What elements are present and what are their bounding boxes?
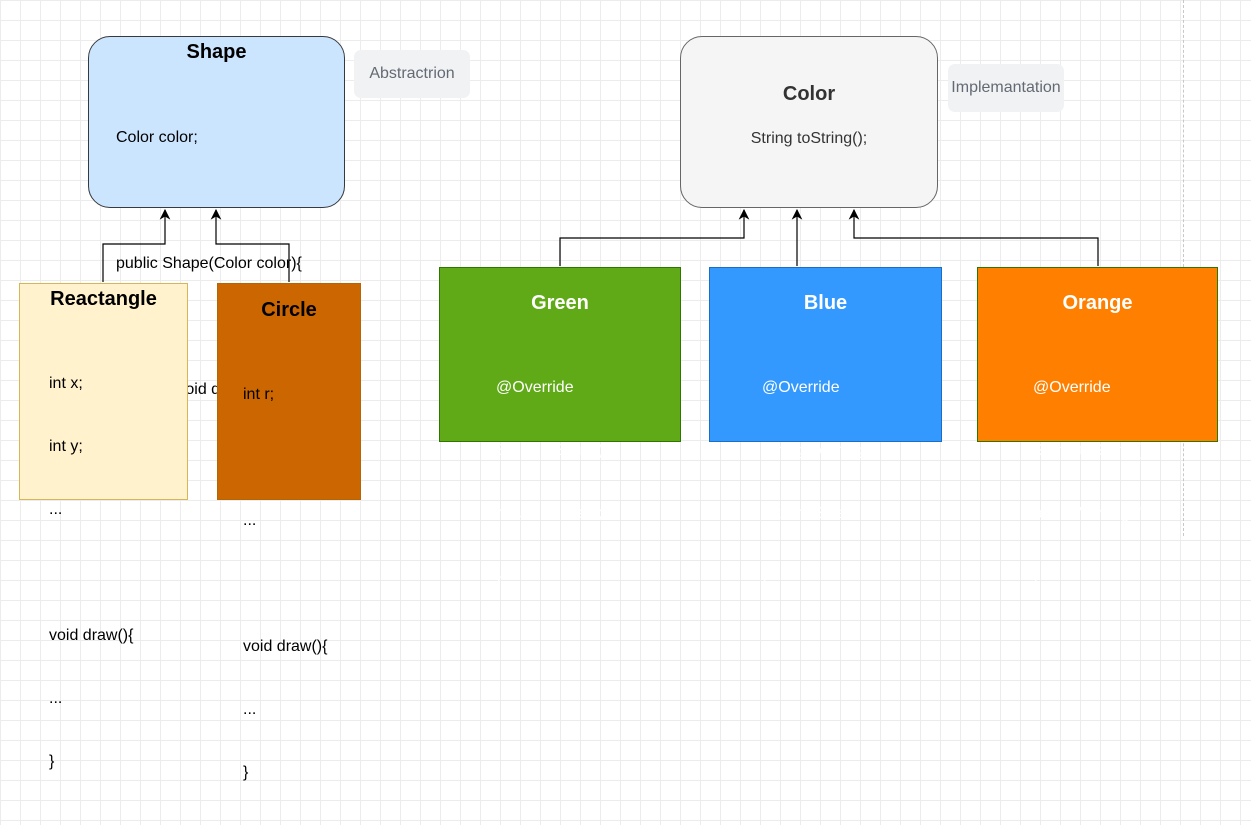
- blue-line: @Override: [762, 379, 840, 396]
- orange-body: @Override String toString(){ return "Ora…: [1033, 335, 1150, 629]
- edge-green-to-color[interactable]: [559, 208, 750, 266]
- shape-class-box[interactable]: Shape Color color; public Shape(Color co…: [88, 36, 345, 398]
- abstraction-note[interactable]: Abstractrion: [354, 50, 470, 98]
- blue-line: String toString(){: [762, 442, 880, 459]
- circle-line: ...: [243, 512, 257, 529]
- circle-line: [243, 447, 327, 468]
- edge-reactangle-to-shape[interactable]: [102, 208, 171, 282]
- green-line: @Override: [496, 379, 574, 396]
- shape-title: Shape: [186, 41, 247, 63]
- circle-line: ...: [243, 701, 257, 718]
- orange-class-box[interactable]: Orange @Override String toString(){ retu…: [977, 267, 1218, 585]
- reactangle-body: int x; int y; ... void draw(){ ... }: [49, 331, 133, 814]
- shape-line: public Shape(Color color){: [116, 255, 302, 272]
- connector-layer: [102, 208, 1099, 282]
- shape-line: Color color;: [116, 129, 198, 146]
- orange-title: Orange: [1062, 292, 1133, 314]
- blue-body: @Override String toString(){ return "Blu…: [762, 335, 879, 629]
- reactangle-line: }: [49, 753, 55, 770]
- color-title: Color: [782, 83, 836, 105]
- circle-title: Circle: [261, 299, 317, 321]
- orange-line: return "Orange";: [1033, 505, 1149, 522]
- reactangle-line: ...: [49, 501, 63, 518]
- circle-line: [243, 573, 327, 594]
- circle-line: }: [243, 764, 249, 781]
- circle-body: int r; ... void draw(){ ... }: [243, 342, 327, 825]
- green-line: }: [496, 568, 502, 585]
- reactangle-line: [49, 562, 133, 583]
- green-line: String toString(){: [496, 442, 614, 459]
- edge-orange-to-color[interactable]: [848, 208, 1099, 266]
- reactangle-line: int x;: [49, 375, 83, 392]
- green-class-box[interactable]: Green @Override String toString(){ retur…: [439, 267, 681, 585]
- reactangle-title: Reactangle: [50, 288, 157, 310]
- circle-line: void draw(){: [243, 638, 328, 655]
- blue-line: }: [762, 568, 768, 585]
- orange-line: }: [1033, 568, 1039, 585]
- orange-line: String toString(){: [1033, 442, 1151, 459]
- circle-class-box[interactable]: Circle int r; ... void draw(){ ... }: [217, 283, 361, 781]
- shape-line: [116, 190, 302, 211]
- implementation-note[interactable]: Implemantation: [948, 64, 1064, 112]
- green-line: return "Green";: [496, 505, 603, 522]
- reactangle-class-box[interactable]: Reactangle int x; int y; ... void draw()…: [19, 283, 188, 770]
- color-method: String toString();: [750, 130, 868, 147]
- orange-line: @Override: [1033, 379, 1111, 396]
- reactangle-line: ...: [49, 690, 63, 707]
- blue-title: Blue: [803, 292, 848, 314]
- blue-class-box[interactable]: Blue @Override String toString(){ return…: [709, 267, 942, 585]
- circle-line: int r;: [243, 386, 275, 403]
- color-interface-box[interactable]: Color String toString();: [680, 36, 938, 208]
- blue-line: return "Blue";: [762, 505, 857, 522]
- edge-circle-to-shape[interactable]: [210, 208, 290, 282]
- reactangle-line: int y;: [49, 438, 83, 455]
- green-body: @Override String toString(){ return "Gre…: [496, 335, 613, 629]
- reactangle-line: void draw(){: [49, 627, 134, 644]
- green-title: Green: [531, 292, 589, 314]
